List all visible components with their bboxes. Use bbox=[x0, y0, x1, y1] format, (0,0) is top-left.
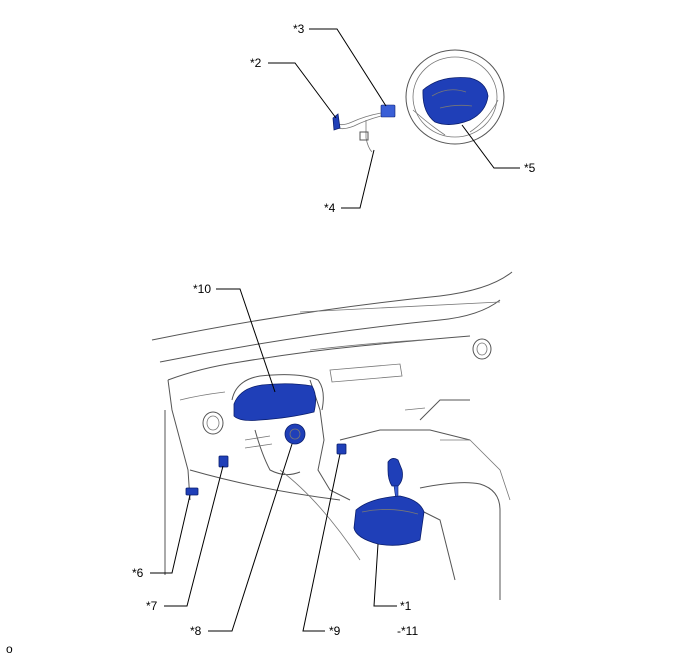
label-1: *1 bbox=[400, 599, 412, 613]
label-11: -*11 bbox=[397, 624, 418, 638]
shift-knob-part bbox=[387, 458, 403, 487]
leader-lines bbox=[150, 28, 520, 632]
labels: *3 *2 *5 *4 *10 *6 *7 *1 *8 *9 -*11 o bbox=[6, 22, 536, 656]
label-5: *5 bbox=[524, 161, 536, 175]
steering-wheel-rim bbox=[405, 49, 505, 145]
combination-meter-part bbox=[233, 383, 316, 421]
start-switch-part bbox=[284, 423, 306, 445]
label-10: *10 bbox=[193, 282, 211, 296]
label-4: *4 bbox=[324, 201, 336, 215]
steering-pad-part bbox=[422, 77, 489, 125]
clock-spring-part bbox=[380, 104, 396, 118]
clock-spring-group bbox=[332, 104, 396, 153]
switch-part-7 bbox=[218, 455, 229, 468]
label-9: *9 bbox=[329, 624, 341, 638]
steering-wheel-group bbox=[405, 49, 505, 145]
label-2: *2 bbox=[250, 56, 262, 70]
label-6: *6 bbox=[132, 566, 144, 580]
steering-wheel-inner-rim bbox=[412, 56, 498, 138]
label-8: *8 bbox=[190, 624, 202, 638]
corner-mark: o bbox=[6, 642, 13, 656]
label-7: *7 bbox=[146, 599, 158, 613]
sensor-part bbox=[332, 113, 341, 131]
dashboard-outline bbox=[151, 271, 513, 600]
highlighted-parts bbox=[185, 383, 425, 546]
switch-part-9 bbox=[336, 443, 347, 455]
shift-lever-assembly-part bbox=[353, 495, 425, 546]
label-3: *3 bbox=[293, 22, 305, 36]
switch-part-6 bbox=[185, 487, 199, 496]
